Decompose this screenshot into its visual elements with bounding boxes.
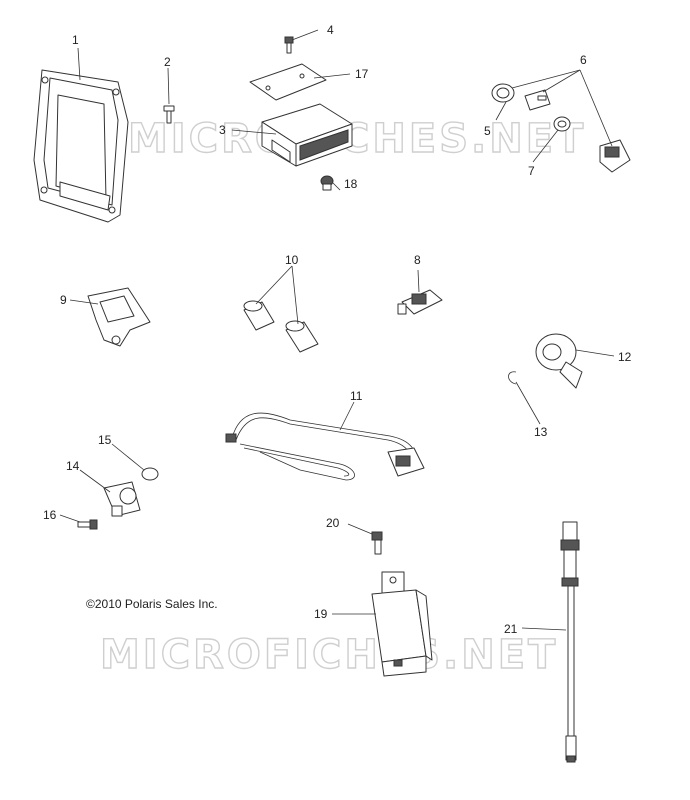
watermark-bottom: MICROFICHES.NET xyxy=(100,632,558,678)
callout-19: 19 xyxy=(314,607,328,621)
part-ecu-module[interactable] xyxy=(33,69,129,223)
watermark-top: MICROFICHES.NET xyxy=(128,116,586,162)
callout-9: 9 xyxy=(60,293,67,307)
part-gasket-17[interactable] xyxy=(249,63,327,101)
part-sensor-cable-21[interactable] xyxy=(560,521,580,763)
callout-6: 6 xyxy=(580,53,587,67)
copyright-text: ©2010 Polaris Sales Inc. xyxy=(86,597,218,611)
part-oring-15[interactable] xyxy=(141,467,159,481)
part-grommet-18[interactable] xyxy=(320,175,334,191)
part-relay-19[interactable] xyxy=(371,571,433,677)
part-sensor-9[interactable] xyxy=(87,287,151,347)
callout-7: 7 xyxy=(528,164,535,178)
callout-20: 20 xyxy=(326,516,340,530)
part-module-3[interactable] xyxy=(261,103,353,167)
callout-8: 8 xyxy=(414,253,421,267)
part-washer-7[interactable] xyxy=(553,116,571,132)
part-plug-10b[interactable] xyxy=(285,320,319,353)
part-screw-2[interactable] xyxy=(163,105,175,124)
callout-2: 2 xyxy=(164,55,171,69)
callout-21: 21 xyxy=(504,622,518,636)
part-bolt-4[interactable] xyxy=(284,36,294,54)
callout-13: 13 xyxy=(534,425,548,439)
callout-4: 4 xyxy=(327,23,334,37)
part-switch-body-6[interactable] xyxy=(599,139,631,173)
part-sensor-8[interactable] xyxy=(397,289,443,315)
part-key-6[interactable] xyxy=(524,89,551,111)
part-screw-16[interactable] xyxy=(77,519,98,530)
callout-1: 1 xyxy=(72,33,79,47)
part-clip-13[interactable] xyxy=(508,371,517,385)
leader-lines xyxy=(59,29,615,631)
callout-10: 10 xyxy=(285,253,299,267)
callout-3: 3 xyxy=(219,123,226,137)
callout-14: 14 xyxy=(66,459,80,473)
part-sensor-14[interactable] xyxy=(103,481,141,517)
callout-15: 15 xyxy=(98,433,112,447)
callout-16: 16 xyxy=(43,508,57,522)
part-bolt-20[interactable] xyxy=(371,531,383,555)
callout-5: 5 xyxy=(484,124,491,138)
callout-11: 11 xyxy=(350,389,363,403)
part-plug-10a[interactable] xyxy=(243,300,275,331)
part-knock-sensor-12[interactable] xyxy=(535,333,583,389)
part-harness-11[interactable] xyxy=(225,412,425,481)
callout-17: 17 xyxy=(355,67,369,81)
callout-12: 12 xyxy=(618,350,632,364)
callout-18: 18 xyxy=(344,177,358,191)
part-key-switch-5[interactable] xyxy=(491,83,515,103)
